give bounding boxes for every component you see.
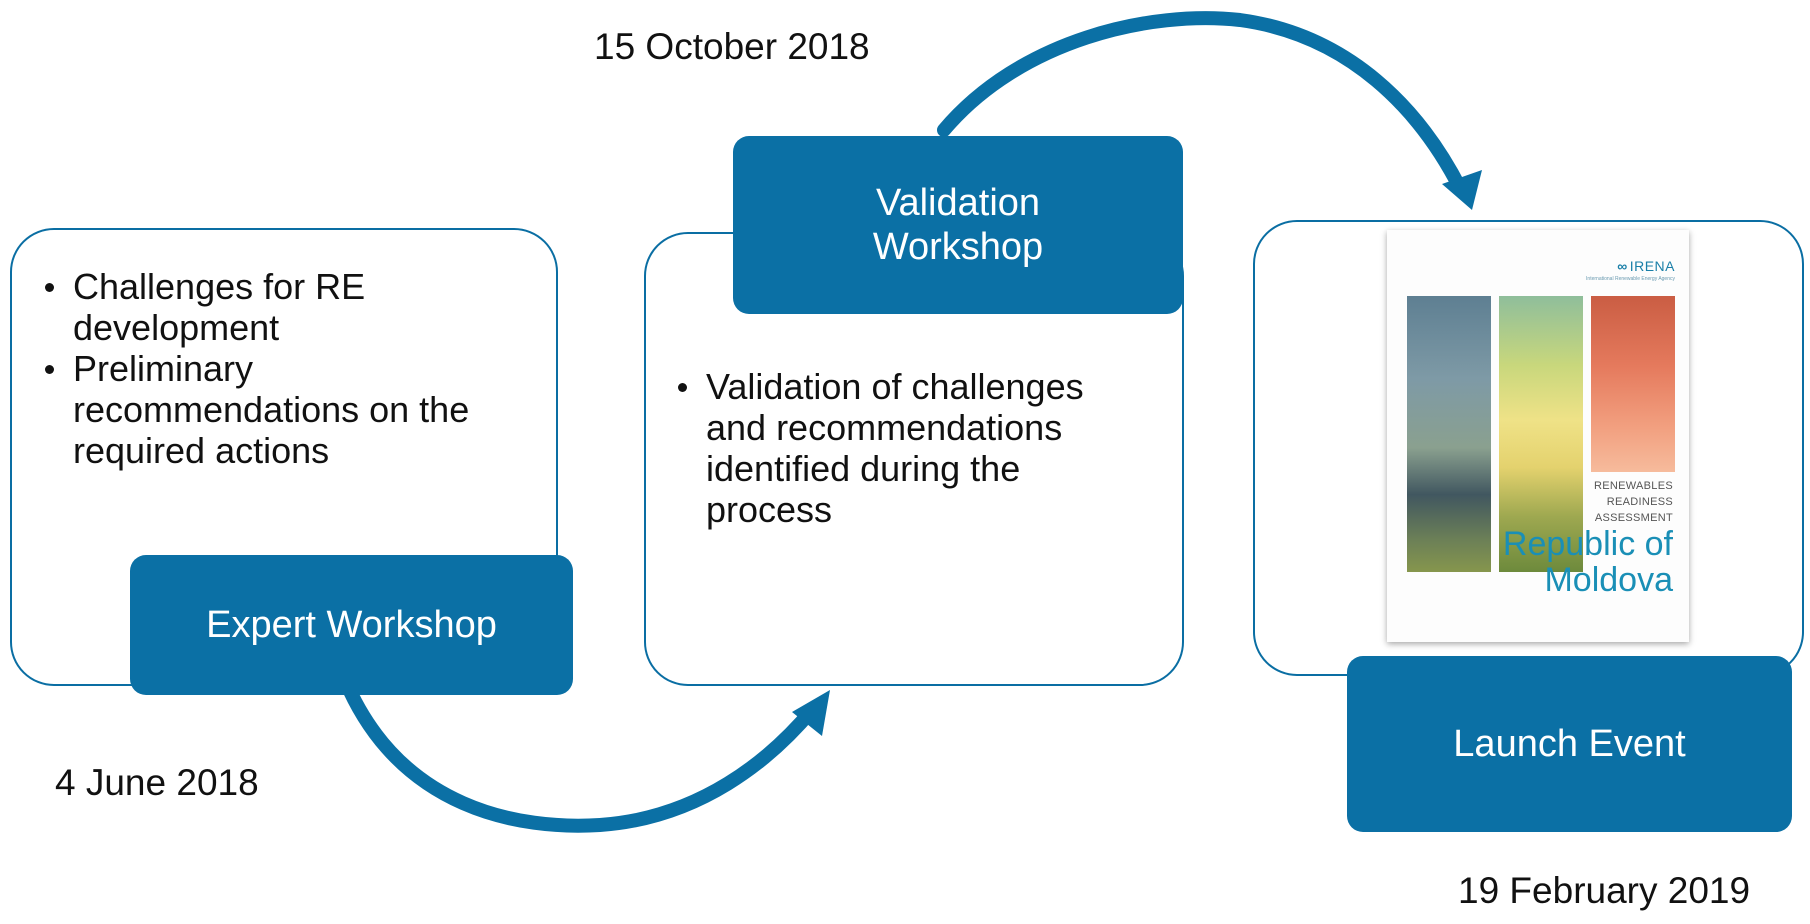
logo-icon: ∞ [1617,258,1628,274]
arrow-icon [1442,170,1482,210]
validation-workshop-bullets: Validation of challenges and recommendat… [674,366,1104,530]
wind-turbine-photo [1499,296,1583,572]
connector-arrow-2 [937,11,1467,195]
solar-panel-photo [1407,296,1491,572]
report-series-title: RENEWABLES READINESS ASSESSMENT [1593,480,1673,524]
validation-workshop-date: 15 October 2018 [594,26,870,67]
report-cover-image: ∞IRENA International Renewable Energy Ag… [1387,230,1689,642]
launch-event-date: 19 February 2019 [1458,870,1751,911]
irena-logo-subtitle: International Renewable Energy Agency [1586,276,1675,282]
bullet-item: Challenges for RE development [41,266,501,348]
expert-workshop-label: Expert Workshop [130,555,573,695]
wind-turbine-sunset-photo [1591,296,1675,472]
irena-logo: ∞IRENA [1617,258,1675,274]
bullet-item: Validation of challenges and recommendat… [674,366,1104,530]
expert-workshop-bullets: Challenges for RE development Preliminar… [41,266,501,471]
arrow-icon [792,690,830,736]
validation-workshop-label-text: Validation Workshop [872,182,1044,268]
launch-event-label: Launch Event [1347,656,1792,832]
connector-arrow-1 [338,673,819,833]
validation-workshop-label: Validation Workshop [733,136,1183,314]
bullet-item: Preliminary recommendations on the requi… [41,348,501,471]
expert-workshop-date: 4 June 2018 [55,762,259,803]
report-title: Republic of Moldova [1502,525,1673,599]
